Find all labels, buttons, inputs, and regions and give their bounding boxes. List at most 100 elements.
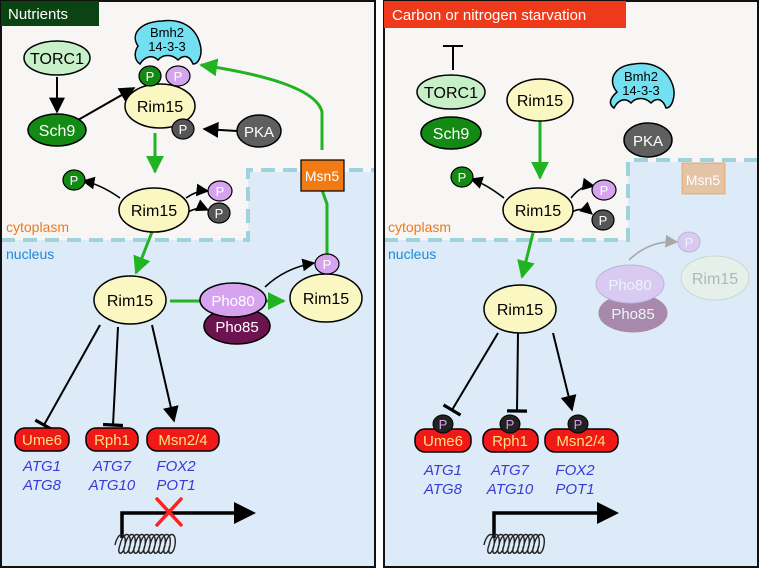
left-phospho-grey-top [171,118,195,140]
right-phospho-msn24 [567,414,589,434]
left-promoter-arrowhead [234,502,256,524]
left-dna-coil-icon [114,533,176,554]
right-phospho-purple-faded-label: P [685,235,694,250]
left-phospho-arrow-2 [187,199,210,213]
right-sch9-label: Sch9 [433,126,470,143]
left-rim15-nuclear [93,275,167,325]
left-pho85-label: Pho85 [215,319,258,336]
left-phospho-grey-top-label: P [179,122,188,137]
left-repression-x-icon [155,497,183,527]
left-pho80-phosphorylates-arrow [264,258,316,288]
right-sch9 [420,116,482,150]
right-cytoplasm-label: cytoplasm [388,219,451,235]
right-msn5-faded [681,162,726,195]
left-tf-ume6-label: Ume6 [22,432,62,449]
left-nucleus-label: nucleus [6,246,54,262]
left-panel: Nutrients cytoplasm nucleus TORC1 Sch9 B… [0,0,376,568]
right-title: Carbon or nitrogen starvation [392,7,586,24]
left-tf-rph1-label: Rph1 [94,432,130,449]
left-pho80 [199,282,267,318]
left-pho80-label: Pho80 [211,293,254,310]
right-phospho-msn24-label: P [574,417,583,432]
right-dephospho-arrow [469,176,505,199]
left-phospho-purple-nuc-label: P [323,257,332,272]
right-free-phospho-green [450,166,474,188]
right-nucleus-label: nucleus [388,246,436,262]
left-bmh2 [134,19,202,66]
left-rim15-phospho-label: Rim15 [303,291,349,308]
right-gene-atg10: ATG10 [486,481,534,498]
right-free-phospho-green-label: P [458,170,467,185]
left-gene-atg7: ATG7 [92,458,132,475]
right-torc1 [416,74,486,110]
right-pho85-label: Pho85 [611,306,654,323]
left-export-arrow-upper [199,58,324,150]
right-phospho-rph1 [499,414,521,434]
right-gene-atg1: ATG1 [423,462,462,479]
right-phospho-purple-mid-label: P [600,183,609,198]
left-free-phospho-green [62,169,86,191]
right-phospho-ume6 [432,414,454,434]
left-phospho-purple-top-label: P [174,69,183,84]
left-dephospho-arrow [81,176,121,199]
left-phospho-green-top-label: P [146,69,155,84]
right-rim15-faded-label: Rim15 [692,271,738,288]
right-rim15-mid-label: Rim15 [515,203,561,220]
left-bmh2-label: Bmh2 [150,25,184,40]
left-rim15-nuclear-label: Rim15 [107,293,153,310]
right-torc1-label: TORC1 [424,85,478,102]
right-panel: Carbon or nitrogen starvation cytoplasm … [383,0,759,568]
left-torc1-label: TORC1 [30,51,84,68]
left-gene-atg8: ATG8 [22,477,62,494]
left-phospho-grey-mid [207,202,231,224]
left-torc1 [23,40,91,76]
right-tf-ume6-label: Ume6 [423,433,463,450]
left-phospho-purple-mid-label: P [216,184,225,199]
left-inhibit-rph1 [102,326,124,428]
right-gene-pot1: POT1 [555,481,594,498]
left-tf-msn24 [146,427,220,452]
left-promoter-arrow [120,511,238,538]
left-rim15-mid-label: Rim15 [131,203,177,220]
left-pka-label: PKA [244,124,274,141]
right-inhibit-rph1 [506,332,528,413]
right-phospho-ume6-label: P [439,417,448,432]
left-phospho-purple-nuc [314,253,340,275]
left-sch9 [27,113,87,147]
right-faded-pho-complex: Pho85 Pho80 Rim15 P [595,231,750,333]
right-gene-fox2: FOX2 [555,462,595,479]
right-rim15-faded [680,255,750,301]
right-dna-coil-icon [483,533,545,554]
left-export-arrow-lower [320,189,329,254]
left-inhibit-ume6 [34,324,101,432]
left-title-box [1,1,99,26]
right-activate-msn24 [552,332,577,412]
right-gene-atg8: ATG8 [423,481,463,498]
right-rim15-top [506,78,574,122]
left-phospho-grey-mid-label: P [215,206,224,221]
right-faded-pho-arrow [628,234,679,261]
right-tf-rph1-label: Rph1 [492,433,528,450]
left-sch9-to-rim15-arrow [77,87,136,121]
right-rim15-nuclear [483,284,557,334]
right-nucleus-bg [384,162,758,567]
left-phospho-purple-mid [207,180,233,202]
right-phospho-arrow-2 [571,201,593,215]
right-pka [623,122,673,158]
right-inhibit-ume6 [442,332,499,417]
left-tf-ume6 [14,427,70,452]
left-rim15-top [124,83,196,129]
left-phospho-green-top [138,65,162,87]
left-msn5 [300,159,345,192]
right-pho80 [595,264,665,304]
right-phospho-arrow-1 [570,177,596,199]
left-bmh2-sublabel: 14-3-3 [148,39,186,54]
right-rim15-nuclear-label: Rim15 [497,302,543,319]
right-nuclear-envelope [384,158,758,242]
left-phospho-purple-top [165,65,191,87]
right-phospho-purple-faded [677,231,701,253]
right-tf-msn24-label: Msn2/4 [556,433,605,450]
right-gene-atg7: ATG7 [490,462,530,479]
right-bmh2-sublabel: 14-3-3 [622,83,660,98]
